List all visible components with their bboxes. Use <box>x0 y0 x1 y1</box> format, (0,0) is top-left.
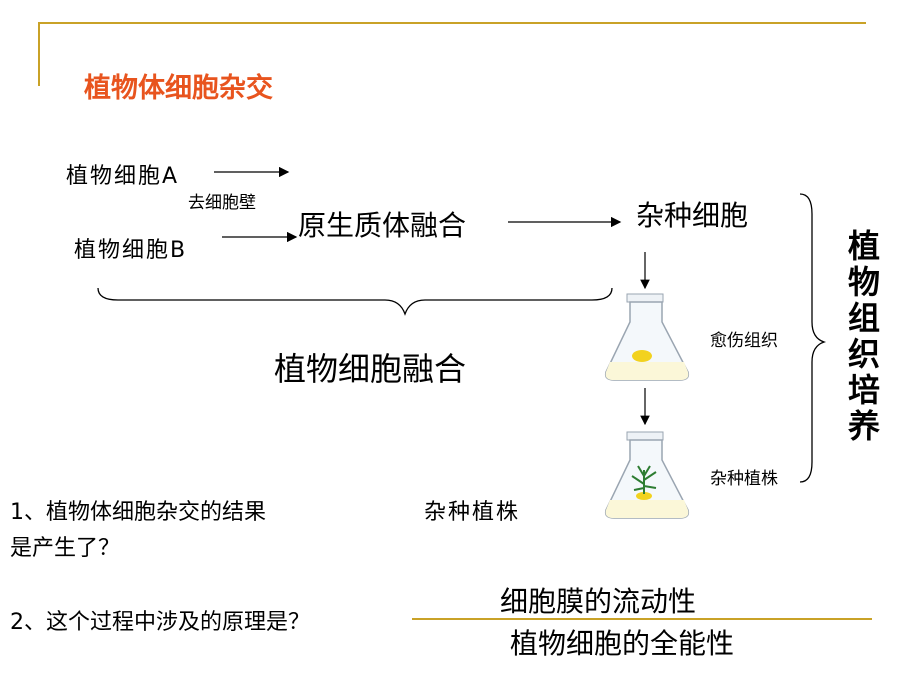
bottom-border-line <box>412 618 872 620</box>
top-border-line <box>38 22 866 24</box>
question-2-answer-1: 细胞膜的流动性 <box>500 585 697 618</box>
fusion-brace <box>97 287 613 316</box>
cell-b-label: 植物细胞B <box>74 238 188 263</box>
question-1-line-1: 1、植物体细胞杂交的结果 <box>10 500 266 525</box>
hybrid-plant-flask-label: 杂种植株 <box>710 469 778 489</box>
cell-a-label: 植物细胞A <box>66 164 180 189</box>
question-1-line-2: 是产生了？ <box>10 536 121 561</box>
flask-callus <box>604 293 690 381</box>
question-2: 2、这个过程中涉及的原理是？ <box>10 610 310 635</box>
question-2-answer-2: 植物细胞的全能性 <box>510 627 735 660</box>
question-1-answer: 杂种植株 <box>424 500 521 525</box>
page-title: 植物体细胞杂交 <box>84 73 273 104</box>
left-border-line <box>38 22 40 86</box>
flask-hybrid-plant <box>604 431 690 519</box>
hybrid-cell-label: 杂种细胞 <box>636 199 749 232</box>
callus-label: 愈伤组织 <box>710 331 778 351</box>
tissue-culture-label: 植物组织培养 <box>847 227 880 445</box>
tissue-culture-brace <box>799 193 827 483</box>
cell-fusion-label: 植物细胞融合 <box>274 350 467 388</box>
remove-cell-wall-label: 去细胞壁 <box>188 193 256 213</box>
protoplast-fusion-label: 原生质体融合 <box>298 209 467 242</box>
